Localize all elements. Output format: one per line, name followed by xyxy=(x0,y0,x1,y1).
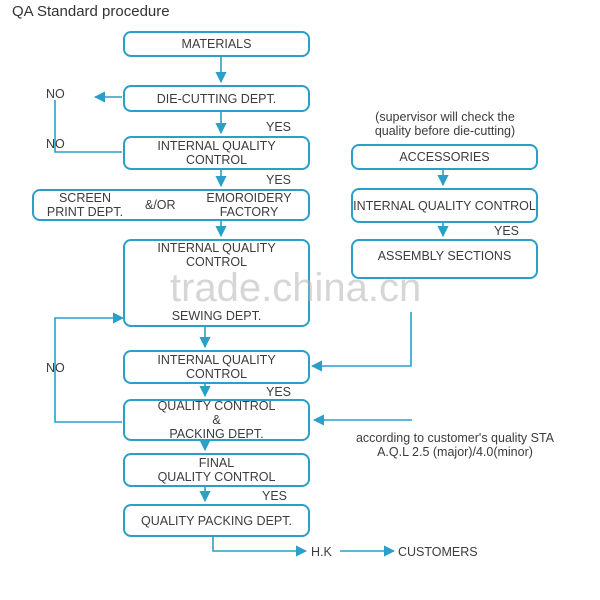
die-cutting-box: DIE-CUTTING DEPT. xyxy=(123,85,310,112)
embroidery-label: EMOROIDERY FACTORY xyxy=(206,191,292,219)
screen-print-label: SCREEN PRINT DEPT. xyxy=(46,191,124,219)
arrow-assembly-to-iqc3 xyxy=(310,312,412,372)
sewing-label: SEWING DEPT. xyxy=(171,309,262,323)
no-label-3: NO xyxy=(46,361,65,375)
customer-standard-note: according to customer's quality STA A.Q.… xyxy=(355,431,555,459)
and-or-label: &/OR xyxy=(145,198,176,212)
assembly-sections-box: ASSEMBLY SECTIONS xyxy=(351,239,538,279)
internal-qc-sewing-box xyxy=(123,239,310,327)
supervisor-note: (supervisor will check the quality befor… xyxy=(374,110,516,138)
hk-label: H.K xyxy=(311,545,332,559)
page-title: QA Standard procedure xyxy=(12,3,170,20)
quality-packing-box: QUALITY PACKING DEPT. xyxy=(123,504,310,537)
final-qc-box: FINAL QUALITY CONTROL xyxy=(123,453,310,487)
customers-label: CUSTOMERS xyxy=(398,545,478,559)
accessories-box: ACCESSORIES xyxy=(351,144,538,170)
materials-box: MATERIALS xyxy=(123,31,310,57)
yes-label-2: YES xyxy=(266,173,292,187)
arrow-iqc1-no-loop xyxy=(54,100,122,153)
assembly-sections-label: ASSEMBLY SECTIONS xyxy=(377,249,512,263)
internal-qc-box-1: INTERNAL QUALITY CONTROL xyxy=(123,136,310,170)
screen-embroidery-box xyxy=(32,189,310,221)
internal-qc-box-3: INTERNAL QUALITY CONTROL xyxy=(123,350,310,384)
arrow-iqc3-no-loop xyxy=(54,312,125,423)
yes-label-4: YES xyxy=(262,489,288,503)
internal-qc-label-2: INTERNAL QUALITY CONTROL xyxy=(157,241,276,267)
no-label-2: NO xyxy=(46,137,65,151)
yes-label-5: YES xyxy=(494,224,520,238)
yes-label-1: YES xyxy=(266,120,292,134)
qc-packing-box: QUALITY CONTROL & PACKING DEPT. xyxy=(123,399,310,441)
arrow-packing-to-hk xyxy=(212,537,308,557)
internal-qc-accessories-box: INTERNAL QUALITY CONTROL xyxy=(351,188,538,223)
yes-label-3: YES xyxy=(266,385,292,399)
watermark-text: trade.china.cn xyxy=(170,266,422,310)
no-label-1: NO xyxy=(46,87,65,101)
